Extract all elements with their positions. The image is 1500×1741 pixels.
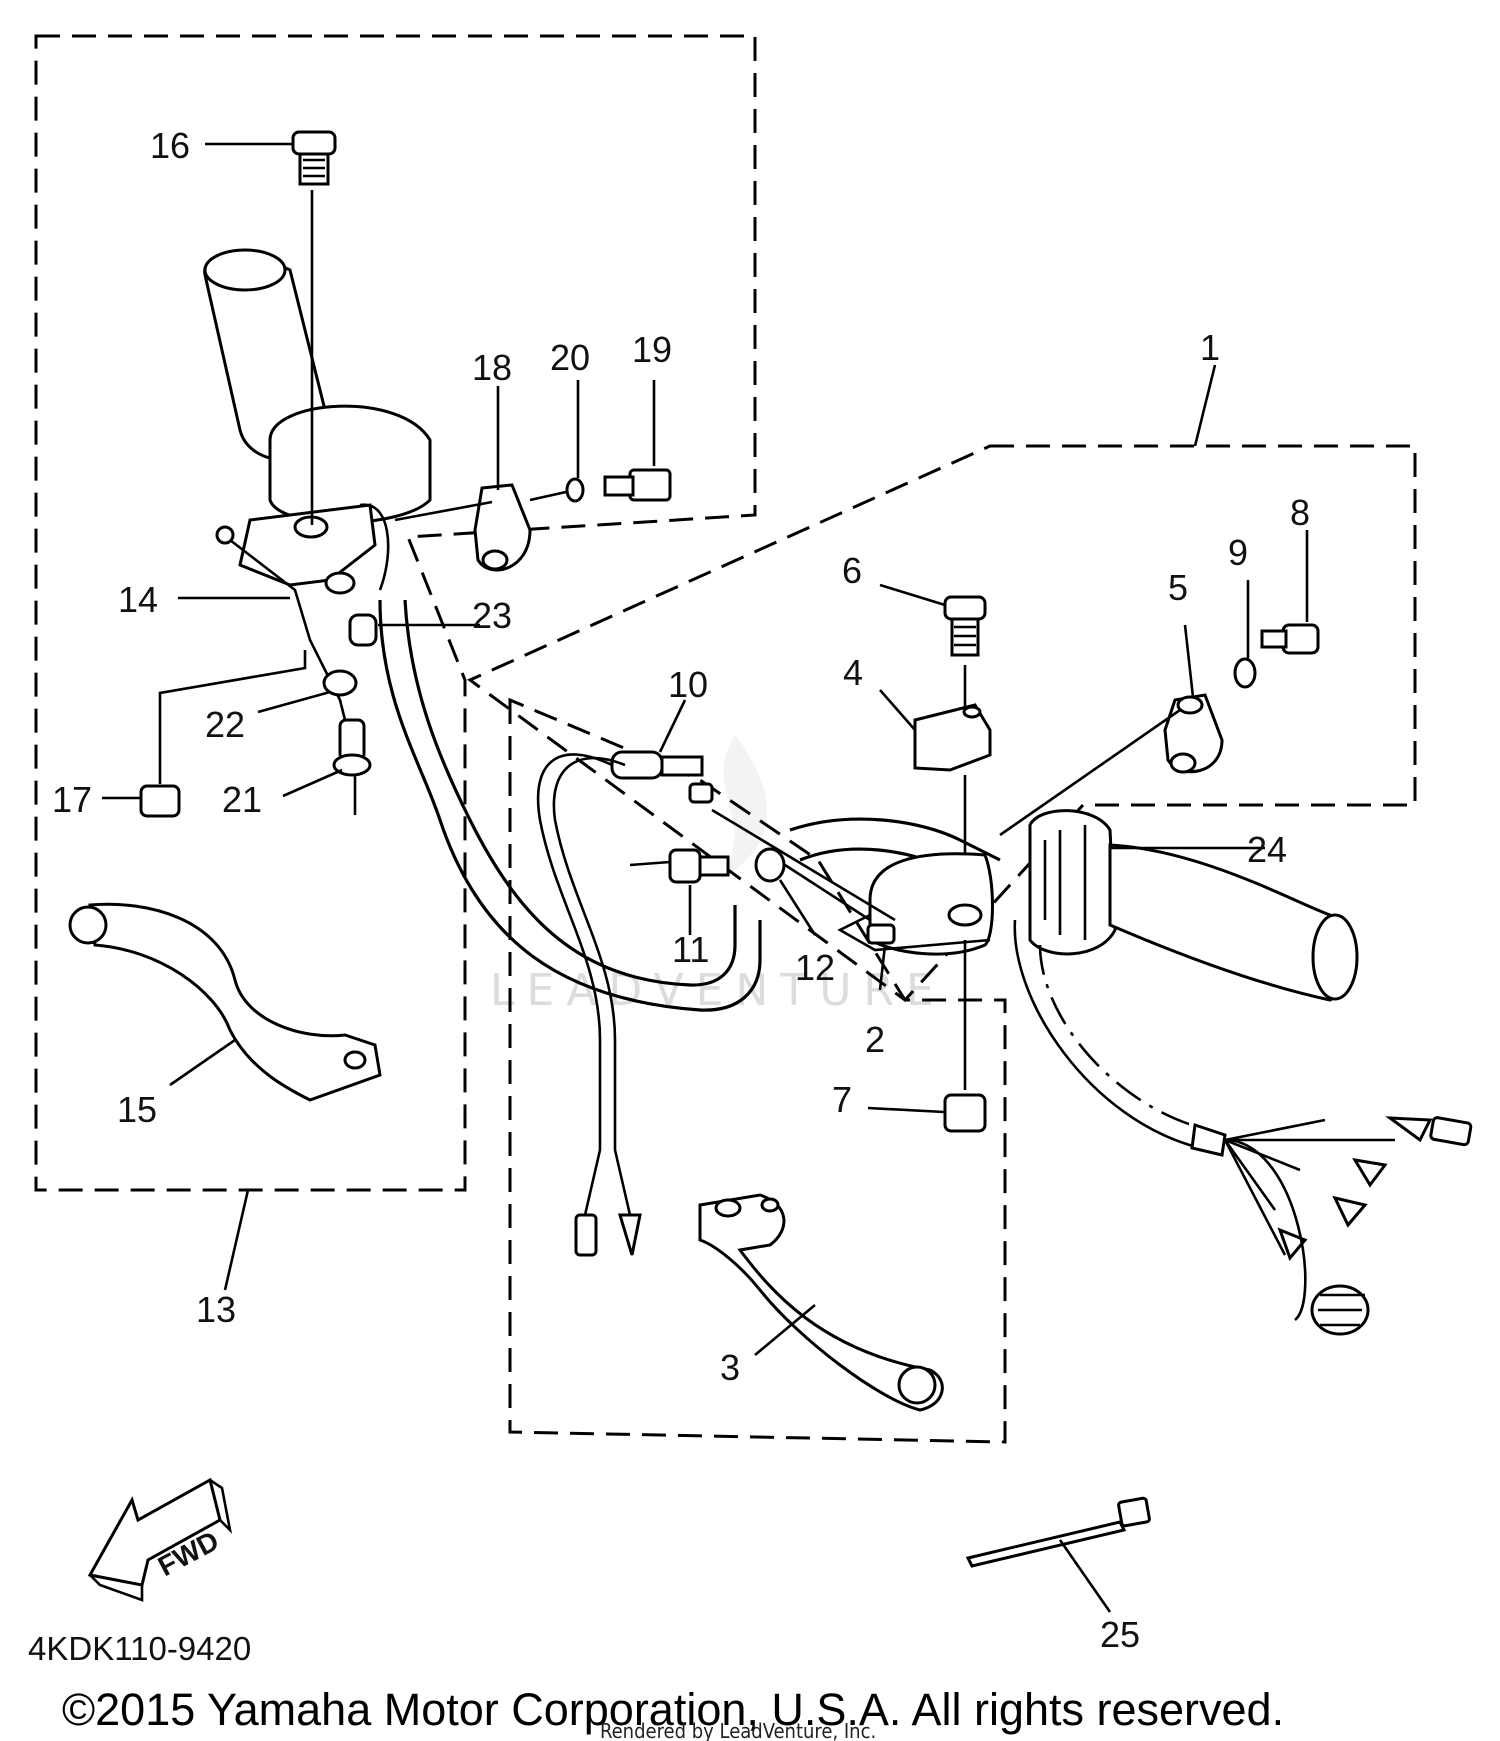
callout-21: 21 xyxy=(222,779,262,820)
part-17-nut xyxy=(139,784,181,818)
leader-2 xyxy=(878,944,887,991)
clutch-lever-holder xyxy=(238,503,390,595)
callout-16: 16 xyxy=(150,125,190,166)
callout-24: 24 xyxy=(1247,829,1287,870)
part-12-locknut xyxy=(754,847,786,883)
part-6-bolt xyxy=(943,595,987,657)
leader-10 xyxy=(658,699,687,753)
callout-2: 2 xyxy=(865,1019,885,1060)
part-2-pin xyxy=(866,923,896,945)
master-cylinder xyxy=(837,852,994,956)
leader-1 xyxy=(1193,364,1217,447)
assembly-right-lower-box xyxy=(508,697,1007,1444)
watermark: LEADVENTURE xyxy=(490,965,946,1016)
part-24-throttle-switch xyxy=(1028,809,1359,1002)
part-19-bolt xyxy=(603,468,672,502)
callout-9: 9 xyxy=(1228,532,1248,573)
callout-23: 23 xyxy=(472,595,512,636)
part-11-adjuster xyxy=(629,848,730,884)
part-22-grommet xyxy=(322,669,358,697)
callout-6: 6 xyxy=(842,550,862,591)
part-15-clutch-lever xyxy=(68,902,382,1102)
callout-15: 15 xyxy=(117,1089,157,1130)
leader-21 xyxy=(282,768,343,798)
leader-3 xyxy=(754,1304,816,1356)
assembly-1-box xyxy=(467,444,1417,1003)
callout-7: 7 xyxy=(832,1079,852,1120)
watermark-flame-icon xyxy=(720,735,767,880)
copyright-notice: ©2015 Yamaha Motor Corporation, U.S.A. A… xyxy=(62,1684,1284,1735)
callout-11: 11 xyxy=(672,929,709,970)
callout-13: 13 xyxy=(196,1289,236,1330)
rendered-by-credit: Rendered by LeadVenture, Inc. xyxy=(600,1719,876,1741)
callout-12: 12 xyxy=(795,947,835,988)
part-10-brake-switch xyxy=(536,750,714,1150)
callout-20: 20 xyxy=(550,337,590,378)
part-25-cable-tie xyxy=(965,1496,1151,1568)
wire-connectors-left xyxy=(574,1149,642,1257)
callout-25: 25 xyxy=(1100,1614,1140,1655)
leader-17-path xyxy=(158,650,307,784)
leader-22 xyxy=(257,690,331,714)
part-3-brake-lever xyxy=(698,1193,944,1412)
leader-12 xyxy=(778,879,817,936)
axis-10 xyxy=(711,808,896,922)
leader-25 xyxy=(1058,1539,1112,1613)
callout-8: 8 xyxy=(1290,492,1310,533)
handlebar xyxy=(378,599,762,1012)
leader-15 xyxy=(169,1038,236,1087)
part-4-bracket xyxy=(913,703,992,772)
leader-13 xyxy=(223,1189,250,1291)
axis-5 xyxy=(999,708,1181,837)
part-21-cable-end xyxy=(332,718,372,777)
callout-1: 1 xyxy=(1200,327,1220,368)
callout-4: 4 xyxy=(843,652,863,693)
leader-4 xyxy=(879,689,916,731)
part-18-bracket xyxy=(473,483,532,572)
part-7-nut xyxy=(943,1093,987,1133)
diagram-code: 4KDK110-9420 xyxy=(28,1630,251,1667)
callout-18: 18 xyxy=(472,347,512,388)
callout-10: 10 xyxy=(668,664,708,705)
leader-18-axis xyxy=(394,500,493,522)
part-23-plug xyxy=(348,613,378,647)
leader-7 xyxy=(867,1106,945,1114)
switch-harness xyxy=(1013,919,1473,1336)
part-20-washer xyxy=(565,477,585,503)
callout-3: 3 xyxy=(720,1347,740,1388)
part-8-screw xyxy=(1260,623,1320,655)
part-16-bolt xyxy=(291,130,337,525)
assembly-13-box xyxy=(34,34,757,1192)
callout-5: 5 xyxy=(1168,567,1188,608)
part-9-washer xyxy=(1233,657,1257,689)
axis-12 xyxy=(784,863,871,922)
leader-5 xyxy=(1183,624,1195,698)
callout-22: 22 xyxy=(205,704,245,745)
leader-6 xyxy=(879,583,946,607)
part-5-holder xyxy=(1163,693,1224,774)
left-grip xyxy=(203,248,432,524)
callout-19: 19 xyxy=(632,329,672,370)
callout-17: 17 xyxy=(52,779,92,820)
callout-14: 14 xyxy=(118,579,158,620)
fwd-arrow-icon xyxy=(87,1477,233,1602)
leader-20-axis xyxy=(529,490,567,502)
